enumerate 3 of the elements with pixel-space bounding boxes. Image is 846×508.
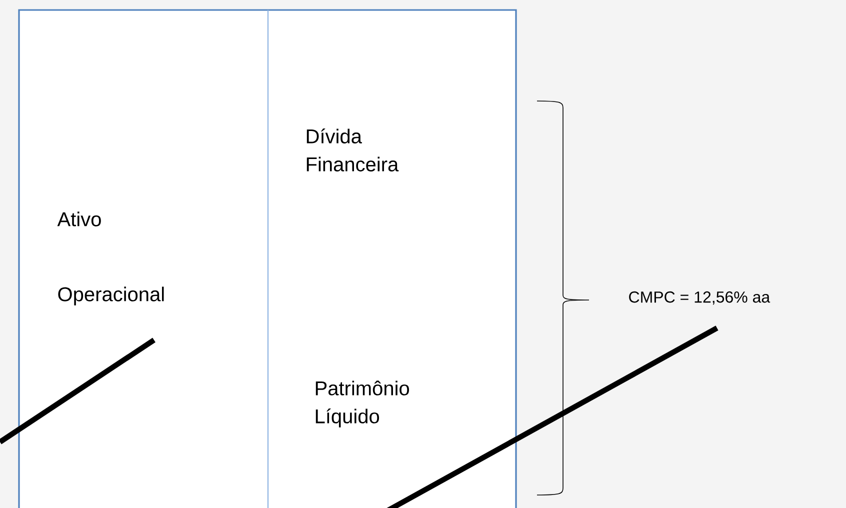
column-box: Dívida Financeira Patrimônio Líquido: [267, 9, 517, 508]
value-label: CMPC = 12,56% aa: [629, 291, 770, 305]
column-box: Ativo Operacional: [18, 9, 268, 508]
